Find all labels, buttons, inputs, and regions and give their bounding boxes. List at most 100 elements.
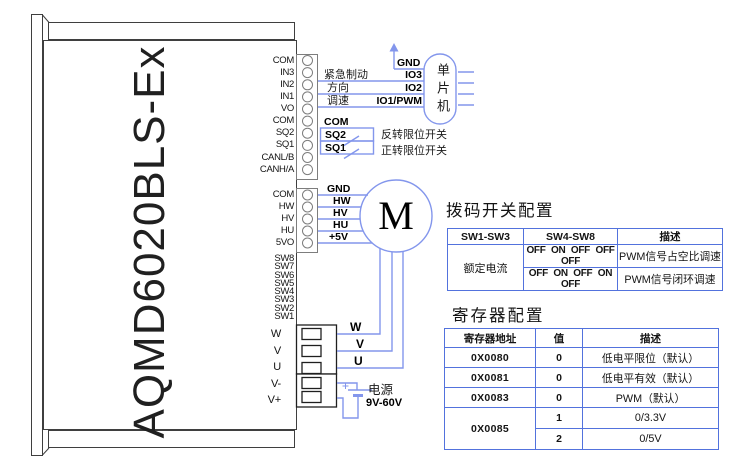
table-row: 0X0080 0 低电平限位（默认）	[444, 347, 719, 368]
phase-w-wire	[337, 248, 381, 335]
pin-label: IN3	[280, 66, 294, 78]
battery-plus-icon	[342, 383, 349, 389]
register-value-cell: 1	[535, 407, 583, 429]
gnd-arrow-icon	[389, 43, 399, 52]
desc-cell: PWM信号闭环调速	[617, 267, 723, 291]
hall-pin-labels: COM HW HV HU 5VO	[240, 189, 295, 249]
pin-label: SW7	[274, 261, 294, 273]
register-value-cell: 0	[535, 367, 583, 388]
hall-hv-label: HV	[333, 207, 348, 219]
desc-cell: 0/5V	[582, 428, 719, 450]
rated-current-cell: 额定电流	[447, 244, 524, 291]
register-address-cell: 0X0083	[444, 387, 536, 408]
pin-label: U	[273, 361, 281, 374]
io-pin-labels: COM IN3 IN2 IN1 VO COM SQ2 SQ1 CANL/B CA…	[240, 55, 294, 176]
io1-pwm-label: IO1/PWM	[376, 95, 422, 107]
pin-label: 5VO	[275, 237, 294, 248]
io3-label: IO3	[405, 69, 422, 81]
sq1-switch-box	[319, 140, 375, 155]
pin-label: HW	[278, 201, 295, 212]
pin-label: SW1	[274, 311, 294, 323]
pin-label: SW2	[274, 302, 294, 314]
hall-hw-label: HW	[333, 195, 351, 207]
desc-cell: 0/3.3V	[582, 407, 719, 429]
hall-hu-label: HU	[333, 219, 349, 231]
direction-signal-label: 方向	[327, 82, 349, 94]
sq1-desc-label: 正转限位开关	[381, 145, 447, 157]
table-row: 2 0/5V	[445, 428, 719, 450]
pin-label: V	[273, 344, 281, 357]
sq1-label: SQ1	[325, 142, 347, 154]
pin-label: COM	[272, 54, 295, 66]
pin-label: V+	[267, 394, 282, 407]
pin-label: IN2	[280, 78, 294, 90]
register-value-cell: 2	[535, 428, 583, 450]
flange-corner-top	[42, 14, 50, 23]
sw-setting-cell: OFF ON OFF ON OFF	[523, 267, 618, 291]
bottom-rail	[48, 430, 295, 448]
mcu-block	[423, 53, 457, 125]
pin-label: SW5	[274, 277, 294, 289]
phase-v-label: V	[356, 337, 365, 351]
dip-config-table: SW1-SW3 SW4-SW8 描述 额定电流 OFF ON OFF OFF O…	[447, 228, 723, 291]
device-model-label: AQMD6020BLS-Ex	[125, 45, 174, 439]
hall-5v-label: +5V	[329, 231, 348, 243]
table-row: 额定电流 OFF ON OFF OFF OFF PWM信号占空比调速	[447, 244, 723, 291]
table-row: 0X0085 1 0/3.3V	[444, 407, 719, 450]
pin-label: SW4	[274, 286, 294, 298]
table-row: OFF ON OFF ON OFF PWM信号闭环调速	[448, 267, 723, 291]
desc-cell: PWM信号占空比调速	[617, 244, 723, 268]
dip-pin-labels: SW8 SW7 SW6 SW5 SW4 SW3 SW2 SW1	[240, 253, 294, 323]
sq2-desc-label: 反转限位开关	[381, 129, 447, 141]
signal-wires	[318, 50, 474, 419]
device-body	[43, 40, 297, 430]
column-header: 寄存器地址	[444, 328, 536, 348]
pin-label: SW8	[274, 253, 294, 264]
vplus-wire	[337, 397, 359, 419]
register-table-title: 寄存器配置	[452, 307, 545, 325]
register-value-cell: 0	[535, 347, 583, 368]
top-rail	[48, 22, 295, 40]
column-header: 描述	[617, 228, 723, 245]
pin-label: SW3	[274, 294, 294, 306]
pin-label: COM	[272, 189, 295, 200]
register-address-cell: 0X0081	[444, 367, 536, 388]
pin-label: IN1	[280, 90, 294, 102]
pin-label: VO	[280, 103, 294, 114]
vminus-wire	[337, 382, 358, 390]
column-header: 描述	[582, 328, 719, 348]
phase-v-wire	[337, 252, 393, 352]
pin-label: HU	[280, 225, 294, 236]
hall-gnd-label: GND	[327, 183, 351, 195]
brake-signal-label: 紧急制动	[324, 69, 368, 81]
motor-circle	[359, 179, 433, 253]
pin-label: SQ2	[275, 127, 294, 139]
pin-label: COM	[272, 115, 295, 127]
pin-label: HV	[281, 213, 294, 224]
phase-u-label: U	[354, 354, 363, 368]
power-voltage-label: 9V-60V	[366, 397, 403, 409]
mcu-stub-pins	[458, 71, 474, 106]
sw-setting-cell: OFF ON OFF OFF OFF	[523, 244, 618, 268]
heatsink-flange	[31, 14, 43, 456]
io2-label: IO2	[405, 82, 422, 94]
mcu-label: 单片机	[435, 63, 450, 117]
register-address-cell: 0X0080	[444, 347, 536, 368]
table-row: 0X0081 0 低电平有效（默认）	[444, 367, 719, 388]
io-connector	[296, 54, 318, 253]
column-header: SW4-SW8	[523, 228, 618, 245]
flange-corner-bottom	[42, 447, 50, 456]
pin-label: SW6	[274, 269, 294, 281]
phase-w-label: W	[350, 320, 362, 334]
table-header-row: 寄存器地址 值 描述	[444, 328, 719, 348]
desc-cell: 低电平有效（默认）	[582, 367, 719, 388]
device-enclosure	[31, 14, 297, 456]
table-row: 0X0083 0 PWM（默认）	[444, 387, 719, 408]
sq2-label: SQ2	[325, 129, 347, 141]
pin-label: CANL/B	[261, 151, 294, 163]
register-config-table: 寄存器地址 值 描述 0X0080 0 低电平限位（默认） 0X0081 0 低…	[444, 328, 719, 450]
table-header-row: SW1-SW3 SW4-SW8 描述	[447, 228, 723, 245]
speed-signal-label: 调速	[327, 95, 349, 107]
